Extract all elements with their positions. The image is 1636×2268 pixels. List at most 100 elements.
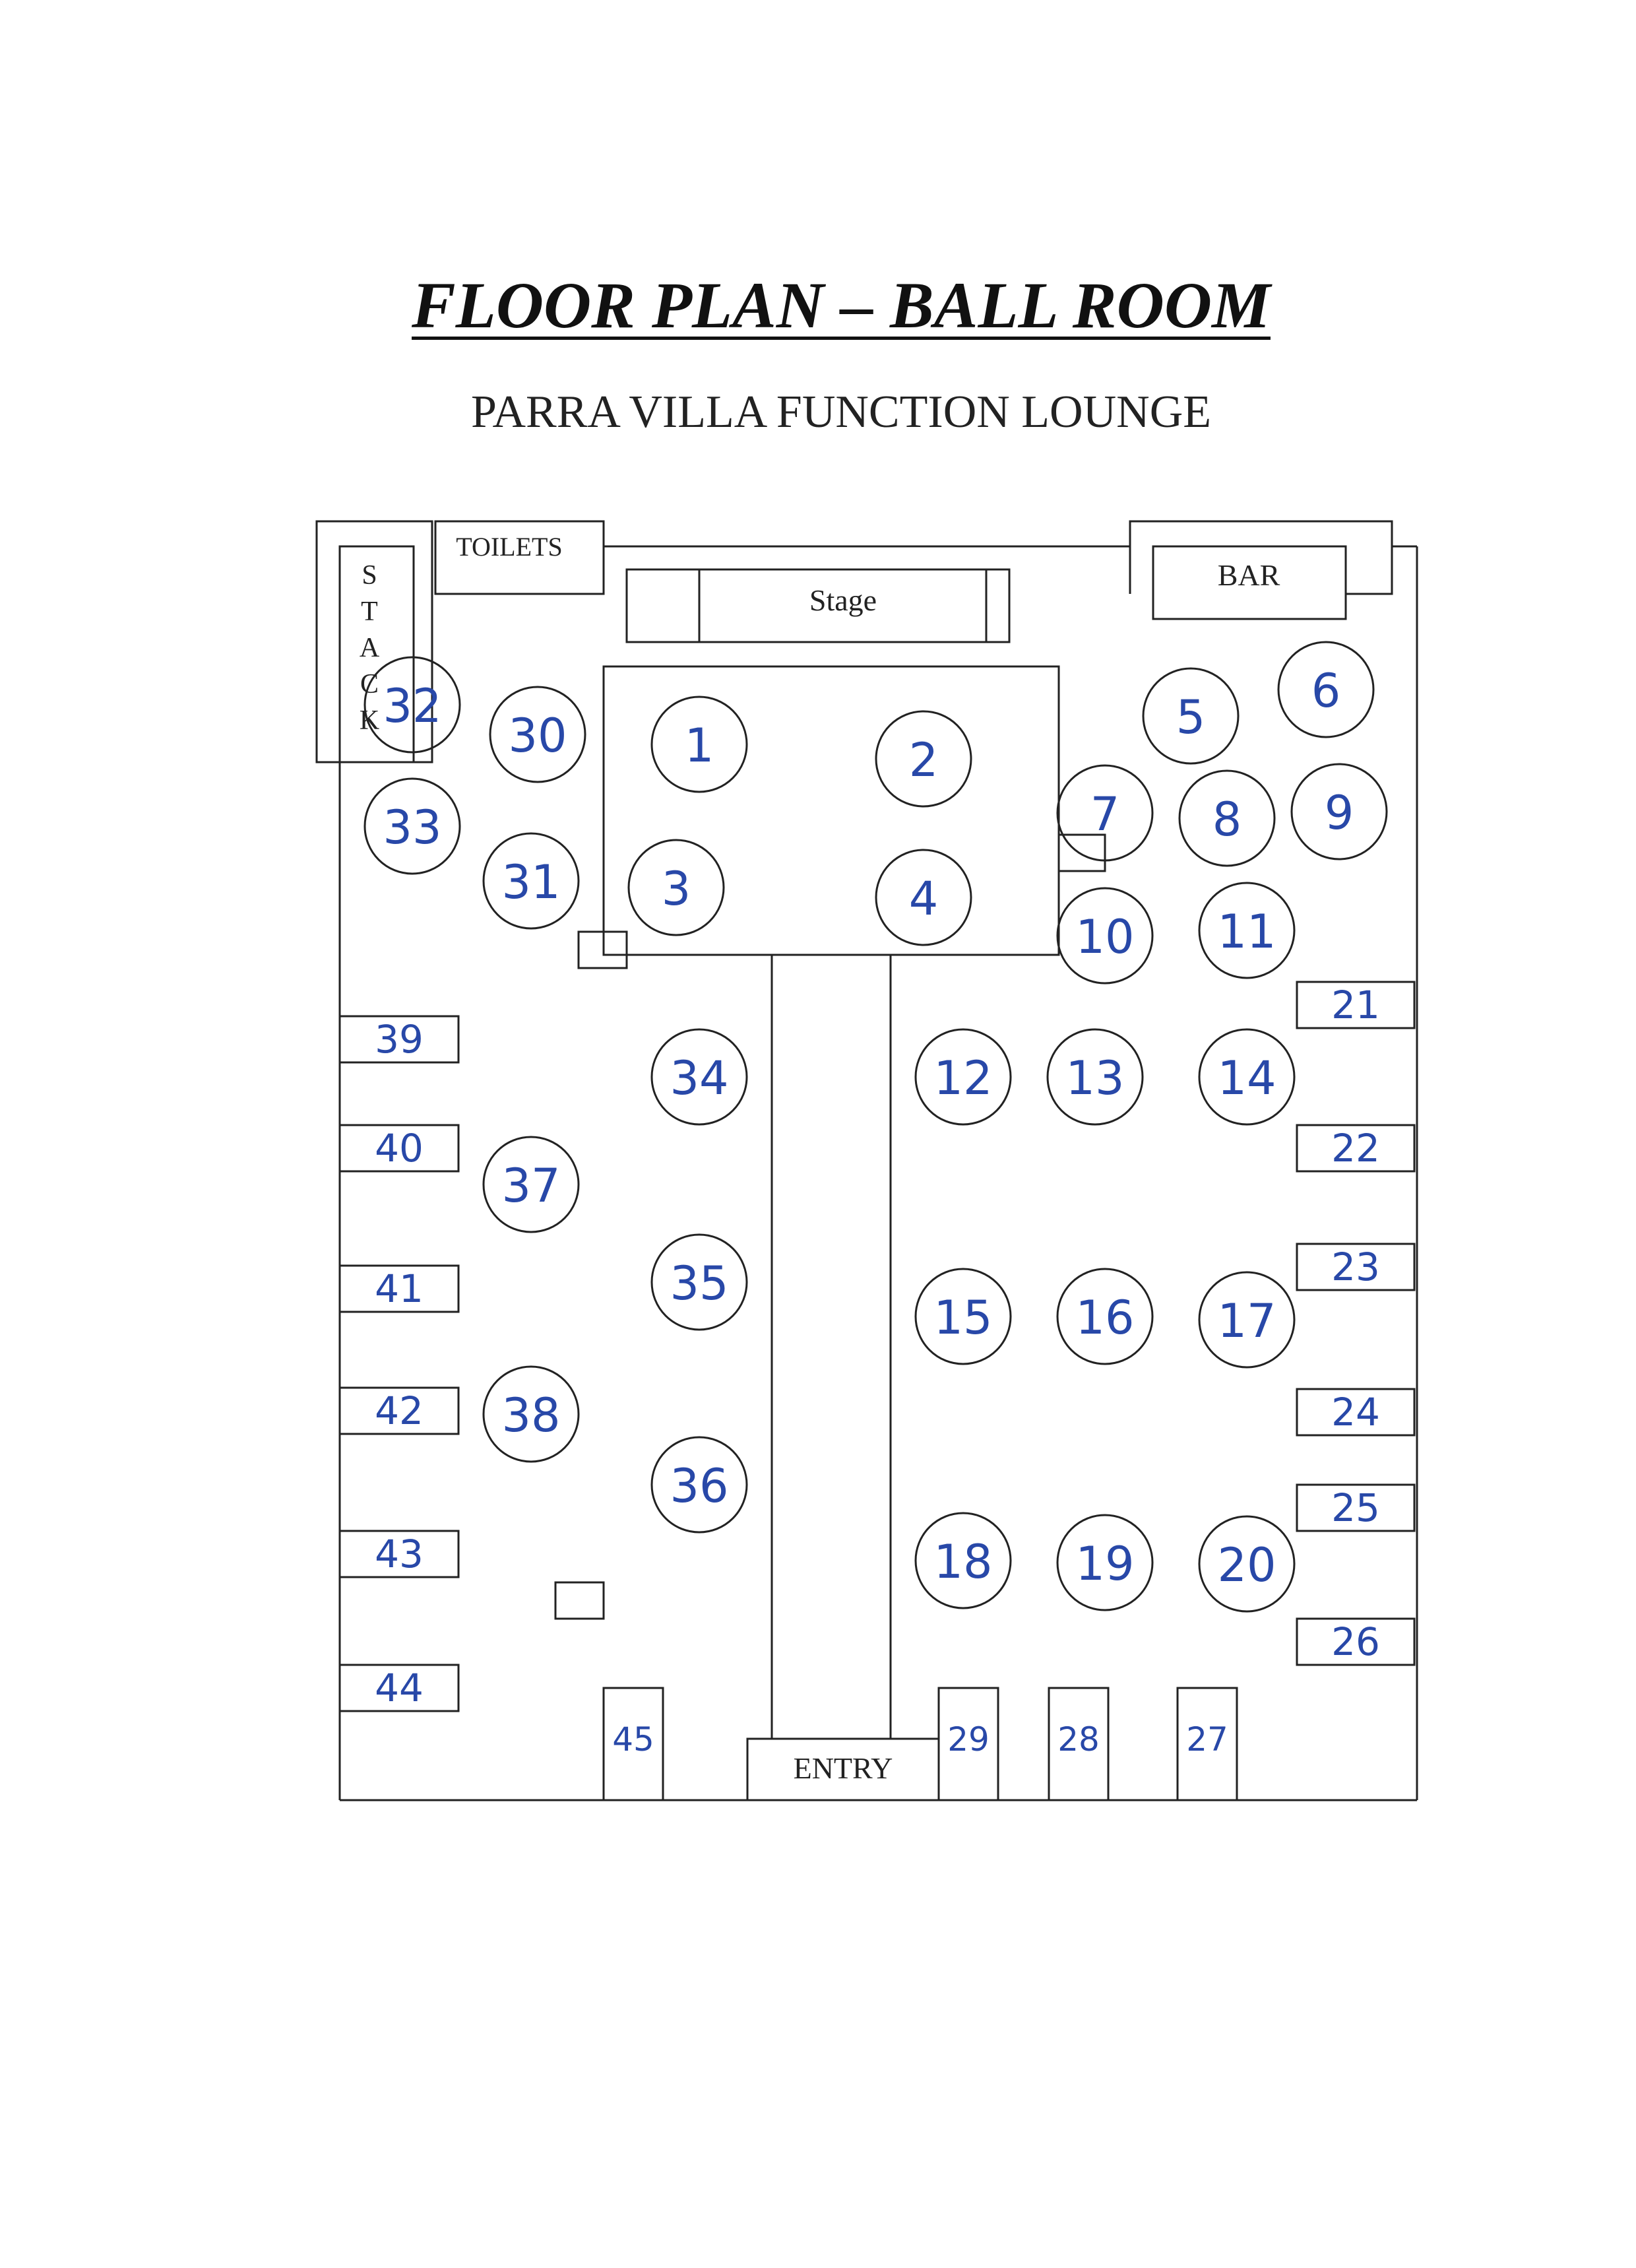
round-table-number: 36	[670, 1459, 728, 1513]
round-table	[650, 1028, 748, 1126]
round-table-number: 10	[1075, 910, 1134, 964]
rect-table-number: 21	[1331, 983, 1380, 1027]
stack-letter: S	[362, 560, 377, 591]
rect-table	[338, 1264, 460, 1313]
rect-table-number: 40	[375, 1126, 424, 1171]
rect-table	[1296, 1124, 1416, 1173]
rect-table-number: 23	[1331, 1245, 1380, 1289]
round-table-number: 14	[1217, 1051, 1276, 1105]
round-table-number: 33	[383, 800, 441, 855]
stack-letter: A	[360, 633, 380, 663]
floor-box-small	[577, 930, 628, 969]
round-table-number: 34	[670, 1051, 728, 1105]
rect-table-number: 26	[1331, 1619, 1380, 1664]
rect-table-number: 27	[1186, 1720, 1228, 1759]
round-table-number: 20	[1217, 1538, 1276, 1592]
round-table	[363, 777, 461, 875]
rect-table-number: 44	[375, 1666, 424, 1710]
rect-table	[1296, 1617, 1416, 1666]
round-table	[914, 1512, 1012, 1609]
round-table-number: 6	[1311, 664, 1341, 718]
round-table-number: 17	[1217, 1294, 1276, 1348]
round-table-number: 37	[501, 1159, 560, 1213]
rect-table	[338, 1386, 460, 1435]
round-table	[1290, 763, 1388, 860]
rect-table	[1176, 1687, 1238, 1801]
rect-table-number: 42	[375, 1388, 424, 1433]
rect-table	[338, 1530, 460, 1578]
round-table	[363, 656, 461, 754]
round-table	[482, 1365, 580, 1463]
round-table-number: 18	[933, 1535, 992, 1589]
round-table-number: 30	[508, 709, 567, 763]
round-table-number: 35	[670, 1256, 728, 1311]
page-title: FLOOR PLAN – BALL ROOM	[0, 267, 1636, 343]
round-table-number: 38	[501, 1388, 560, 1442]
stage-label: Stage	[809, 583, 877, 617]
round-table	[1056, 1514, 1154, 1611]
rect-table	[1296, 1483, 1416, 1532]
round-table	[482, 1136, 580, 1233]
round-table	[1056, 1268, 1154, 1365]
round-table-number: 8	[1212, 793, 1242, 847]
rect-table	[338, 1015, 460, 1064]
round-table	[650, 1436, 748, 1534]
rect-table	[1048, 1687, 1110, 1801]
rect-table	[937, 1687, 999, 1801]
dance-floor	[602, 665, 1060, 956]
floor-box-small	[554, 1581, 605, 1620]
rect-table-number: 39	[375, 1017, 424, 1062]
round-table	[627, 839, 725, 936]
round-table	[1178, 769, 1276, 867]
round-table	[1277, 641, 1375, 738]
rect-table-number: 43	[375, 1532, 424, 1576]
round-table	[1056, 887, 1154, 985]
round-table-number: 32	[383, 679, 441, 733]
round-table-number: 31	[501, 855, 560, 909]
rect-table-number: 22	[1331, 1126, 1380, 1171]
round-table	[1198, 1028, 1296, 1126]
bar-counter	[1152, 545, 1347, 620]
rect-table	[1296, 1243, 1416, 1291]
round-table	[1046, 1028, 1144, 1126]
round-table	[482, 832, 580, 930]
bar-label: BAR	[1218, 558, 1280, 592]
round-table	[650, 1233, 748, 1331]
rect-table	[1296, 981, 1416, 1029]
round-table	[914, 1028, 1012, 1126]
round-table-number: 7	[1090, 787, 1120, 841]
rect-table-number: 24	[1331, 1390, 1380, 1435]
stack-letter: K	[360, 705, 379, 736]
rect-table	[602, 1687, 664, 1801]
round-table	[875, 849, 972, 946]
rect-table-number: 45	[612, 1720, 654, 1759]
page-title-text: FLOOR PLAN – BALL ROOM	[412, 269, 1271, 342]
round-table	[1056, 764, 1154, 862]
round-table-number: 13	[1065, 1051, 1124, 1105]
round-table-number: 2	[909, 733, 939, 787]
stack-letter: T	[361, 597, 378, 627]
toilets-label: TOILETS	[456, 532, 562, 562]
side-box	[1057, 833, 1106, 872]
toilets-room	[434, 520, 605, 595]
rect-table	[1296, 1388, 1416, 1437]
round-table	[1198, 1271, 1296, 1369]
round-table-number: 4	[909, 872, 939, 926]
round-table-number: 15	[933, 1291, 992, 1345]
round-table	[914, 1268, 1012, 1365]
round-table	[650, 696, 748, 793]
round-table	[1142, 667, 1240, 765]
rect-table-number: 41	[375, 1266, 424, 1311]
rect-table-number: 25	[1331, 1485, 1380, 1530]
round-table	[1198, 882, 1296, 979]
round-table-number: 1	[685, 719, 714, 773]
round-table	[875, 710, 972, 808]
round-table-number: 3	[662, 862, 691, 916]
entry-label: ENTRY	[794, 1751, 893, 1785]
stack-inner	[338, 545, 415, 763]
stage	[625, 568, 1011, 643]
bar-counter-outline	[1129, 520, 1393, 595]
